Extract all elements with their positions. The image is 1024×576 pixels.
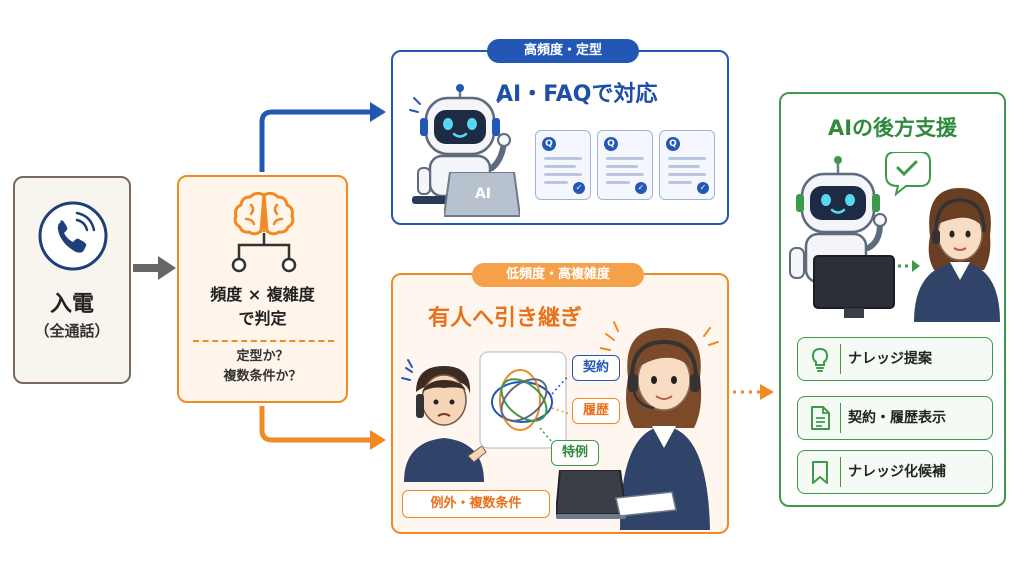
tag-contract: 契約: [572, 355, 620, 381]
laptop-ai-label: AI: [474, 186, 492, 202]
faq-card: Q ✓: [535, 130, 591, 200]
robot-and-operator-illustration: [789, 152, 1000, 322]
judgement-title-line2: で判定: [238, 309, 287, 328]
arrow-human-to-support-head: [760, 384, 774, 400]
faq-card-q-icon: Q: [666, 137, 680, 151]
support-item-knowledge-candidate: ナレッジ化候補: [797, 450, 993, 494]
tag-history: 履歴: [572, 398, 620, 424]
judgement-question-line2: 複数条件か？: [223, 369, 302, 384]
robot-with-laptop-illustration: [409, 84, 516, 204]
exception-multi-condition-label: 例外・複数条件: [402, 490, 550, 518]
tangled-knot-icon: [479, 351, 568, 449]
support-item-divider: [840, 457, 841, 487]
laptop-icon: [556, 470, 626, 519]
support-item-label: 契約・履歴表示: [848, 410, 946, 426]
arrow-call-to-judge-head: [158, 256, 176, 280]
ai-faq-heading: AI・FAQで対応: [496, 82, 658, 107]
arrow-judge-to-ai: [259, 109, 372, 172]
faq-card: Q ✓: [597, 130, 653, 200]
support-item-contract-history: 契約・履歴表示: [797, 396, 993, 440]
support-item-label: ナレッジ化候補: [848, 464, 946, 480]
phone-icon: [38, 201, 108, 271]
support-item-label: ナレッジ提案: [848, 351, 932, 367]
human-handoff-heading: 有人へ引き継ぎ: [428, 306, 583, 331]
judgement-title-line1: 頻度 × 複雑度: [210, 285, 315, 304]
tag-special-case: 特例: [551, 440, 599, 466]
document-icon: [811, 406, 830, 430]
support-item-knowledge-suggestion: ナレッジ提案: [797, 337, 993, 381]
judgement-questions: 定型か？ 複数条件か？: [179, 347, 346, 387]
notebook-icon: [615, 491, 677, 516]
check-icon: ✓: [697, 182, 709, 194]
check-icon: ✓: [635, 182, 647, 194]
judgement-title: 頻度 × 複雑度 で判定: [179, 283, 346, 331]
brain-network-icon: [231, 191, 297, 273]
low-frequency-badge: 低頻度・高複雑度: [472, 263, 644, 287]
call-title: 入電: [49, 292, 94, 317]
judgement-question-line1: 定型か？: [236, 349, 289, 364]
arrow-judge-to-human: [259, 406, 372, 443]
faq-card-q-icon: Q: [604, 137, 618, 151]
bookmark-icon: [812, 461, 828, 484]
check-icon: ✓: [573, 182, 585, 194]
faq-card-q-icon: Q: [542, 137, 556, 151]
support-item-divider: [840, 344, 841, 374]
support-item-divider: [840, 403, 841, 433]
faq-card: Q ✓: [659, 130, 715, 200]
confused-caller-illustration: [401, 359, 487, 482]
lightbulb-icon: [811, 347, 829, 372]
ai-support-heading: AIの後方支援: [827, 116, 958, 140]
arrow-judge-to-human-head: [370, 430, 386, 450]
laptop-icon: [444, 172, 520, 217]
incoming-call-box: 入電 （全通話）: [13, 176, 131, 384]
call-subtitle: （全通話）: [34, 322, 110, 340]
arrow-judge-to-ai-head: [370, 102, 386, 122]
high-frequency-badge: 高頻度・定型: [487, 39, 639, 63]
judgement-box: 頻度 × 複雑度 で判定 定型か？ 複数条件か？: [177, 175, 348, 403]
judgement-divider: [193, 340, 334, 342]
